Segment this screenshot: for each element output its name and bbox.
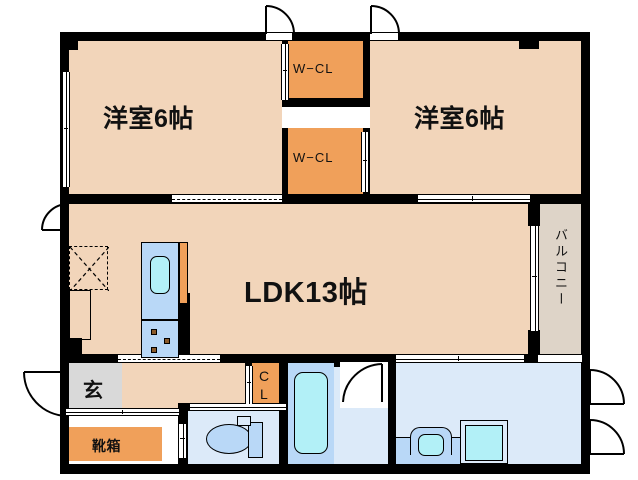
wall-ldk-balcony-top [528,204,540,226]
entry-door-bedroom-left-opening[interactable] [266,32,292,41]
washing-machine-space-inner [465,425,503,461]
wall-pier-right-c [581,452,590,474]
genkan-step-edge [66,408,179,416]
label-balcony: バルコニー [553,228,568,308]
wall-shoecabinet-left [60,420,67,464]
door-hall-to-toilet[interactable] [190,403,286,411]
toilet-tank [248,422,263,458]
stove-burner-1 [151,329,157,335]
window-bedroom-left-west[interactable] [62,72,70,187]
wall-outer-right [581,32,590,474]
window-ldk-south-center[interactable] [396,354,524,363]
door-swing-washroom-east-upper[interactable] [588,368,626,406]
gas-stove-unit [141,320,179,358]
closet-door-wcl-bottom[interactable] [361,132,369,192]
door-swing-washroom-east-lower[interactable] [588,418,626,456]
label-shoe-cabinet: 靴箱 [92,438,121,454]
kitchen-counter-side [179,242,188,304]
sliding-door-bedroom-right-to-ldk[interactable] [418,194,530,203]
overhead-cabinet-outline [69,246,109,291]
wall-ldk-balcony-bottom [528,330,540,356]
bathtub [294,372,328,454]
wall-notch-top-right [519,32,539,49]
label-wcl-top: W−CL [293,61,334,76]
wall-bedroom-left-closet [282,32,288,50]
door-swing-genkan-entrance[interactable] [16,366,67,418]
wash-basin-bowl [418,434,444,456]
window-balcony-south [538,354,582,363]
toilet-lid-hinge [237,416,251,426]
closet-fill-wcl-bottom [288,128,363,196]
door-swing-bedroom-left-top[interactable] [258,2,295,35]
sliding-door-bedroom-left-to-ldk[interactable] [172,194,282,203]
closet-door-cl-hall[interactable] [245,366,253,404]
genkan-fill [66,362,122,408]
closet-fill-cl [251,362,279,406]
stove-burner-2 [164,338,170,344]
shoe-cabinet-fill [66,427,162,461]
door-swing-bedroom-right-top[interactable] [365,2,400,35]
wall-bath-pier-top [334,363,340,367]
closet-fill-wcl-top [288,38,363,98]
label-ldk: LDK13帖 [244,277,368,309]
wall-outer-top [60,32,590,41]
wall-ldk-bottom [60,354,590,363]
wall-cl-right [279,363,288,464]
kitchen-sink-basin [150,256,170,294]
label-wcl-bottom: W−CL [293,150,334,165]
wall-bath-right [388,363,396,464]
room-fill-bedroom-right [370,32,590,196]
wall-closet-right [363,32,370,102]
wall-kitchen-pier-left [60,338,82,355]
wall-closet-divider-mid [282,98,370,107]
door-swing-ldk-northwest[interactable] [38,200,69,231]
wall-notch-top-left [60,32,78,50]
label-cl-line1: C [259,368,270,384]
wall-pier-right-a [581,356,590,370]
wall-between-bedrooms-and-ldk [60,194,590,204]
door-swing-bath[interactable] [340,362,388,408]
entry-door-bedroom-right-opening[interactable] [370,32,398,41]
door-hall-west-vertical[interactable] [178,424,187,458]
wall-kitchen-pier-right [178,293,190,355]
label-bedroom-left: 洋室6帖 [103,105,194,133]
wall-pier-right-b [581,404,590,422]
room-fill-bedroom-left [60,32,282,196]
stove-burner-3 [151,347,157,353]
toilet-bowl [206,424,252,454]
room-fill-ldk [60,204,530,354]
label-genkan: 玄 [83,380,104,402]
wall-outer-bottom [60,464,590,474]
sliding-door-ldk-to-balcony[interactable] [530,226,539,331]
wall-closet-left-lower [282,128,288,196]
label-bedroom-right: 洋室6帖 [414,105,505,133]
label-cl-line2: L [260,386,269,402]
counter-outline [69,290,91,340]
wall-outer-left [60,32,69,474]
closet-door-wcl-top[interactable] [281,44,289,100]
